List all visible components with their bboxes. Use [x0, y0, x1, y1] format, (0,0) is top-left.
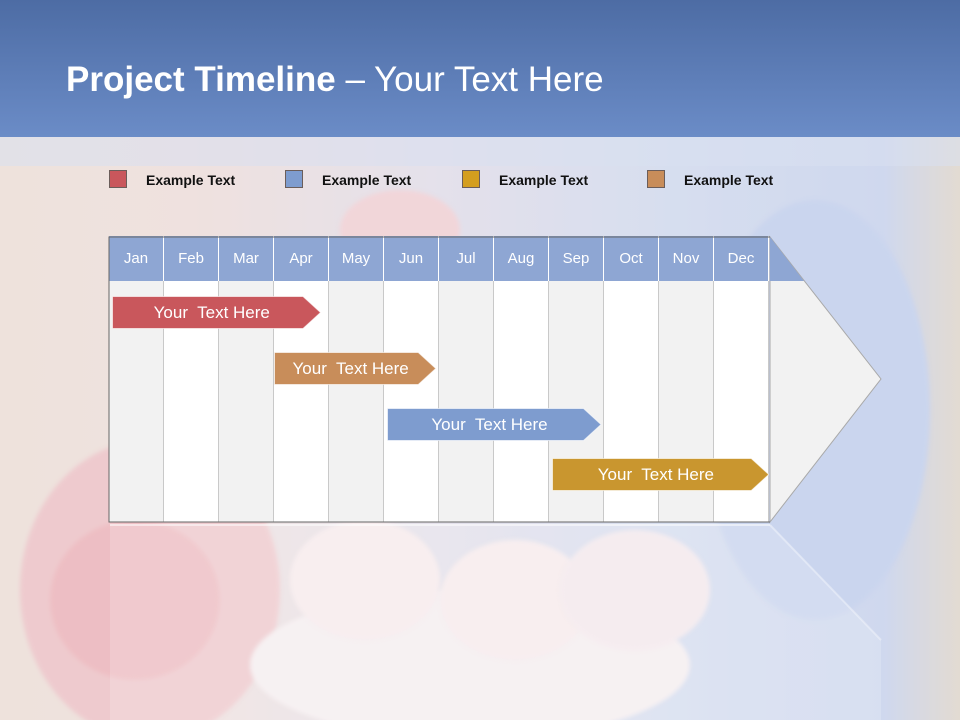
legend-swatch [109, 170, 127, 188]
legend-label: Example Text [146, 172, 236, 188]
title-bold: Project Timeline [66, 60, 336, 99]
legend-swatch [647, 170, 665, 188]
slide-title: Project Timeline – Your Text Here [66, 60, 604, 100]
title-rest: – Your Text Here [335, 60, 604, 99]
header-sub-band [0, 137, 960, 166]
header-band [0, 0, 960, 137]
legend-swatch [285, 170, 303, 188]
legend-swatch [462, 170, 480, 188]
legend-label: Example Text [684, 172, 774, 188]
legend-label: Example Text [322, 172, 412, 188]
legend-label: Example Text [499, 172, 589, 188]
